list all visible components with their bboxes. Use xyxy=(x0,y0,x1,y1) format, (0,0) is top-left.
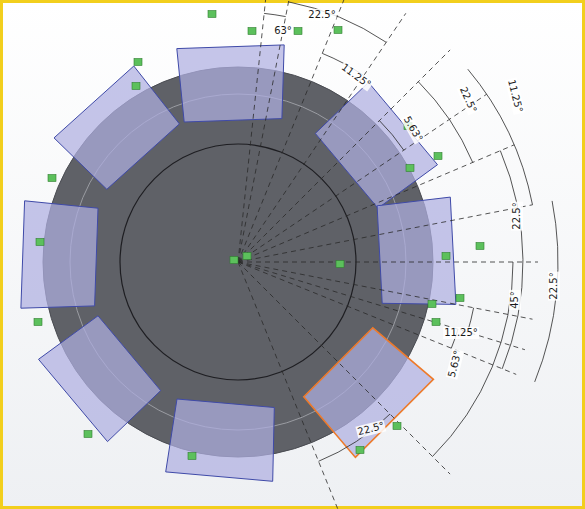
relation-marker xyxy=(476,243,484,250)
dimension-arc xyxy=(500,151,523,369)
relation-marker xyxy=(334,27,342,34)
tab-profile xyxy=(315,82,437,208)
tab-profile xyxy=(21,201,98,308)
tab-profile xyxy=(166,399,275,481)
relation-marker xyxy=(188,453,196,460)
construction-line xyxy=(238,13,406,262)
tab-profile xyxy=(177,45,284,122)
construction-line xyxy=(238,262,516,374)
dimension-arc xyxy=(289,2,387,42)
relation-marker xyxy=(432,319,440,326)
dimension-arc xyxy=(379,121,403,151)
dimension-label: 22.5° xyxy=(511,201,523,230)
relation-marker xyxy=(434,153,442,160)
relation-marker xyxy=(134,59,142,66)
dimension-arc xyxy=(264,13,286,16)
relation-marker xyxy=(294,28,302,35)
relation-marker xyxy=(456,295,464,302)
dimension-label: 11.25° xyxy=(443,327,479,339)
dimension-arc xyxy=(433,262,514,457)
relation-marker xyxy=(428,301,436,308)
relation-marker xyxy=(230,257,238,264)
tab-profile xyxy=(377,197,456,304)
construction-line xyxy=(238,0,350,262)
dimension-label: 63° xyxy=(273,25,293,37)
relation-marker xyxy=(208,11,216,18)
relation-marker xyxy=(132,83,140,90)
relation-marker xyxy=(84,431,92,438)
relation-marker xyxy=(243,253,251,260)
relation-marker xyxy=(442,253,450,260)
construction-line xyxy=(238,205,533,262)
relation-marker xyxy=(248,28,256,35)
construction-line xyxy=(238,145,514,262)
dimension-label: 22.5° xyxy=(548,271,560,300)
relation-marker xyxy=(34,319,42,326)
relation-marker xyxy=(336,261,344,268)
relation-marker xyxy=(48,175,56,182)
construction-line xyxy=(238,262,350,509)
relation-marker xyxy=(393,423,401,430)
construction-line xyxy=(238,0,295,262)
dimension-label: 45° xyxy=(509,290,521,310)
relation-marker xyxy=(36,239,44,246)
relation-marker xyxy=(356,447,364,454)
dimension-arc xyxy=(468,69,533,205)
tab-profile xyxy=(39,316,161,442)
dimension-arc xyxy=(319,414,391,461)
construction-line xyxy=(238,262,450,474)
relation-marker xyxy=(406,165,414,172)
construction-line xyxy=(238,262,525,350)
tab-profile xyxy=(54,66,179,189)
dimension-label: 22.5° xyxy=(307,9,336,21)
construction-line xyxy=(238,262,533,319)
construction-line xyxy=(238,262,538,263)
